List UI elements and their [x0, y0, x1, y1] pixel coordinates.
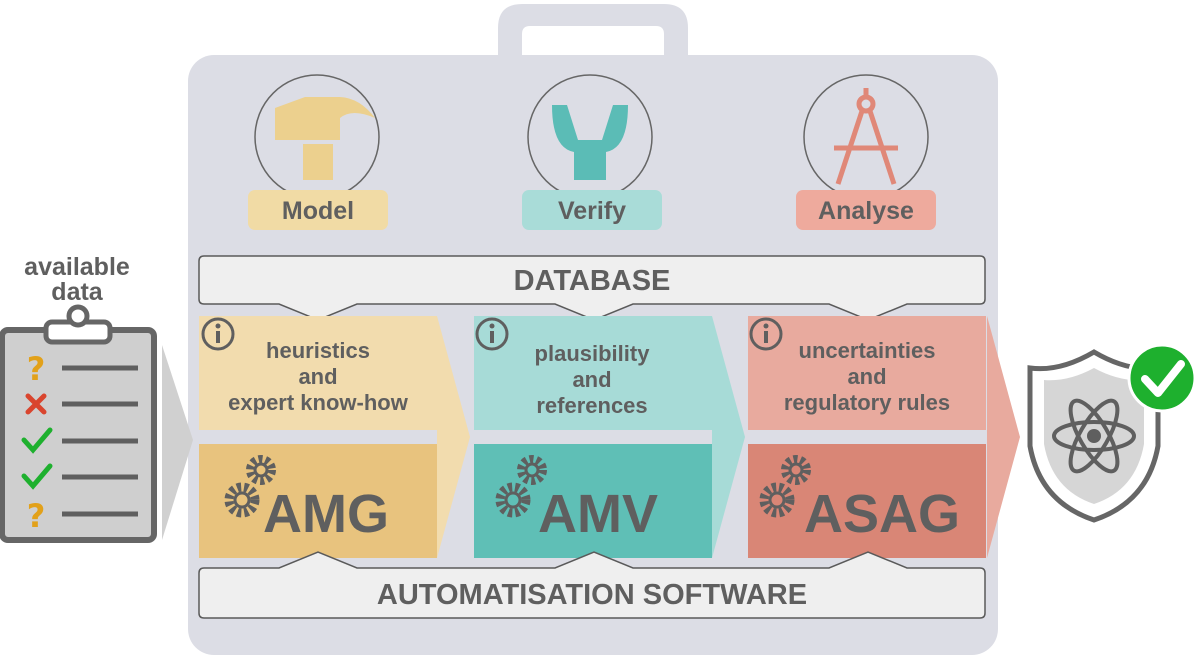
available-data-label-line1: available	[24, 253, 130, 281]
amv-info-line1: plausibility	[535, 341, 651, 366]
amv-info-line3: references	[536, 393, 647, 418]
stage-amg	[199, 316, 437, 558]
wrench-icon	[552, 105, 628, 180]
cross-icon	[25, 393, 47, 415]
database-label: DATABASE	[514, 265, 671, 297]
analyse-label-bg	[796, 190, 936, 230]
verify-label-bg	[522, 190, 662, 230]
tool-analyse	[803, 74, 929, 200]
input-arrow	[162, 345, 193, 540]
gears-icon	[224, 455, 276, 518]
amv-label: AMV	[538, 484, 658, 544]
info-icon	[201, 317, 235, 351]
toolbox-handle	[498, 4, 688, 55]
model-label: Model	[282, 197, 354, 225]
stage-amv	[474, 316, 712, 558]
available-data-label-line2: data	[51, 278, 104, 306]
asag-info-line3: regulatory rules	[784, 390, 950, 415]
amv-info-line2: and	[572, 367, 611, 392]
tool-verify	[527, 74, 653, 200]
amg-info-line3: expert know-how	[228, 390, 409, 415]
stage-arrow-1	[437, 316, 470, 558]
amg-label: AMG	[263, 484, 389, 544]
checkmark-icon	[21, 463, 53, 490]
model-label-bg	[248, 190, 388, 230]
hammer-icon	[275, 97, 375, 180]
database-bar	[198, 255, 986, 321]
amg-info-line2: and	[298, 364, 337, 389]
question-mark-icon: ?	[27, 497, 46, 535]
compass-icon	[834, 88, 898, 185]
gears-icon	[759, 455, 811, 518]
automation-bar	[198, 551, 986, 619]
asag-info-line2: and	[847, 364, 886, 389]
asag-info-line1: uncertainties	[799, 338, 936, 363]
gears-icon	[495, 455, 547, 518]
automation-label: AUTOMATISATION SOFTWARE	[377, 579, 807, 611]
stage-arrow-3	[987, 316, 1020, 558]
verify-label: Verify	[558, 197, 626, 225]
info-icon	[475, 317, 509, 351]
info-icon	[749, 317, 783, 351]
asag-label: ASAG	[804, 484, 960, 544]
clipboard-icon	[0, 304, 157, 543]
atom-icon	[1052, 398, 1136, 474]
amg-info-line1: heuristics	[266, 338, 370, 363]
tool-model	[254, 74, 380, 200]
analyse-label: Analyse	[818, 197, 914, 225]
question-mark-icon: ?	[27, 350, 46, 388]
approved-check-icon	[1127, 343, 1197, 413]
checkmark-icon	[21, 427, 53, 454]
stage-arrow-2	[712, 316, 745, 558]
